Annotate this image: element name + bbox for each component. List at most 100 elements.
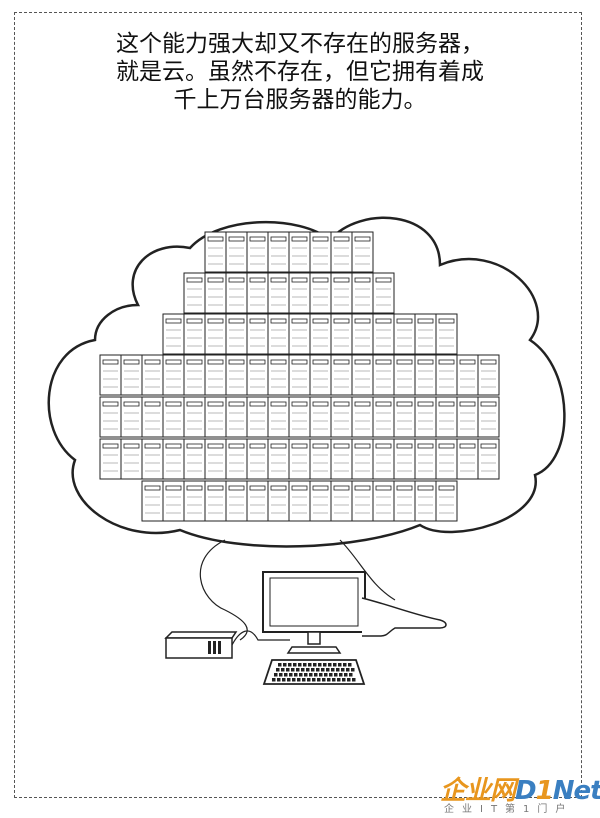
keyboard-key [336, 668, 340, 672]
keyboard-key [309, 673, 313, 677]
server-rack-icon [330, 354, 353, 396]
keyboard-key [333, 663, 337, 667]
keyboard-key [338, 663, 342, 667]
keyboard-key [328, 663, 332, 667]
keyboard-key [301, 668, 305, 672]
server-rack-icon [393, 354, 416, 396]
server-rack-icon [330, 480, 353, 522]
keyboard-key [278, 663, 282, 667]
server-rack-icon [351, 396, 374, 438]
server-rack-icon [351, 354, 374, 396]
server-rack-icon [351, 480, 374, 522]
keyboard-key [297, 678, 301, 682]
server-rack-icon [414, 396, 437, 438]
server-rack-icon [204, 272, 227, 314]
logo-one: 1 [535, 776, 554, 806]
server-rack-icon [414, 480, 437, 522]
keyboard-key [294, 673, 298, 677]
keyboard-key [292, 678, 296, 682]
server-rack-icon [267, 313, 290, 355]
server-rack-icon [225, 438, 248, 480]
server-rack-icon [330, 272, 353, 314]
server-rack-icon [141, 396, 164, 438]
server-rack-icon [246, 313, 269, 355]
server-rack-icon [162, 438, 185, 480]
server-rack-icon [204, 396, 227, 438]
cable [199, 539, 248, 641]
server-rack-icon [309, 272, 332, 314]
server-rack-icon [288, 231, 311, 273]
keyboard-key [337, 678, 341, 682]
dashed-border [14, 12, 582, 798]
server-rack-icon [393, 396, 416, 438]
server-rack-icon [435, 396, 458, 438]
server-rack-icon [183, 480, 206, 522]
server-rack-icon [120, 396, 143, 438]
server-rack-icon [351, 438, 374, 480]
server-rack-icon [267, 272, 290, 314]
server-rack-icon [183, 313, 206, 355]
server-rack-icon [456, 396, 479, 438]
server-rack-icon [309, 313, 332, 355]
server-rack-icon [267, 354, 290, 396]
server-rack-icon [246, 480, 269, 522]
server-rack-icon [393, 480, 416, 522]
keyboard-key [349, 673, 353, 677]
server-rack-icon [372, 480, 395, 522]
server-rack-icon [183, 272, 206, 314]
server-rack-icon [288, 272, 311, 314]
keyboard-icon [262, 659, 366, 685]
server-rack-icon [204, 480, 227, 522]
keyboard-key [276, 668, 280, 672]
keyboard-key [342, 678, 346, 682]
keyboard-key [334, 673, 338, 677]
hand-icon [361, 597, 447, 637]
server-rack-icon [267, 396, 290, 438]
keyboard-key [282, 678, 286, 682]
server-rack-icon [330, 438, 353, 480]
keyboard-key [308, 663, 312, 667]
server-rack-icon [435, 480, 458, 522]
keyboard-key [332, 678, 336, 682]
server-rack-icon [435, 438, 458, 480]
server-rack-icon [330, 313, 353, 355]
server-rack-icon [204, 438, 227, 480]
server-rack-icon [309, 354, 332, 396]
keyboard-key [283, 663, 287, 667]
server-rack-icon [414, 438, 437, 480]
server-rack-icon [414, 313, 437, 355]
keyboard-key [307, 678, 311, 682]
keyboard-key [347, 678, 351, 682]
keyboard-key [288, 663, 292, 667]
server-rack-icon [225, 480, 248, 522]
keyboard-key [281, 668, 285, 672]
server-rack-icon [246, 396, 269, 438]
server-rack-icon [393, 438, 416, 480]
keyboard-key [304, 673, 308, 677]
caption-line-1: 这个能力强大却又不存在的服务器， [116, 31, 484, 57]
keyboard-key [321, 668, 325, 672]
server-rack-icon [477, 438, 500, 480]
server-rack-icon [204, 313, 227, 355]
server-rack-icon [225, 231, 248, 273]
keyboard-key [324, 673, 328, 677]
keyboard-key [279, 673, 283, 677]
server-rack-icon [288, 313, 311, 355]
server-rack-icon [120, 354, 143, 396]
server-rack-icon [372, 272, 395, 314]
keyboard-key [312, 678, 316, 682]
server-rack-icon [246, 231, 269, 273]
server-rack-icon [288, 438, 311, 480]
logo-tagline: 企业IT第1门户 [444, 804, 574, 815]
server-rack-icon [204, 354, 227, 396]
keyboard-key [274, 673, 278, 677]
server-rack-icon [330, 396, 353, 438]
keyboard-key [296, 668, 300, 672]
keyboard-key [331, 668, 335, 672]
server-rack-icon [162, 396, 185, 438]
server-rack-icon [183, 396, 206, 438]
keyboard-key [339, 673, 343, 677]
keyboard-key [284, 673, 288, 677]
keyboard-key [319, 673, 323, 677]
keyboard-key [286, 668, 290, 672]
